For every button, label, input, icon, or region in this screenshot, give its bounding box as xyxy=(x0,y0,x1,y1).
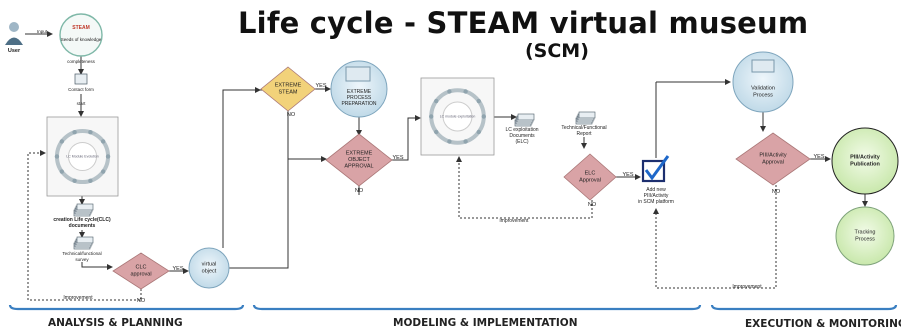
connector-line xyxy=(287,111,327,162)
no-label: NO xyxy=(287,112,296,118)
lc-module-wheel-2 xyxy=(420,77,495,156)
extreme-object-diamond xyxy=(325,133,393,187)
wheel-label: LC Module Evolution xyxy=(66,154,98,158)
publication-circle xyxy=(831,127,899,195)
wheel-label: LC module exploitation xyxy=(440,114,476,118)
completeness-label: completeness xyxy=(67,59,96,64)
improvement-label-2: improvement xyxy=(500,218,530,224)
creation-docs-icon xyxy=(73,203,94,217)
phase-brace-execution xyxy=(710,304,898,311)
seeds-logo-text: STEAM xyxy=(72,25,90,31)
no-label: NO xyxy=(772,189,781,195)
pii-approval-diamond xyxy=(735,132,811,186)
elc-approval-diamond xyxy=(563,153,617,201)
survey-docs-icon xyxy=(73,236,94,250)
edge-virtual-up xyxy=(222,89,289,269)
user-body-icon xyxy=(5,37,23,45)
yes-label: YES xyxy=(172,266,183,272)
virtual-object-circle xyxy=(188,247,230,289)
connector-line xyxy=(392,115,421,161)
checkmark-icon xyxy=(644,155,670,181)
clc-approval-diamond xyxy=(112,252,170,290)
improvement-loop-1 xyxy=(27,150,142,301)
phase-brace-modeling xyxy=(252,304,702,311)
page-title: Life cycle - STEAM virtual museum xyxy=(238,6,809,40)
no-label: NO xyxy=(588,202,597,208)
phase-label-execution-monitoring: EXECUTION & MONITORING xyxy=(745,318,901,329)
extreme-process-circle xyxy=(330,60,388,118)
creation-label: creation Life cycle(CLC)documents xyxy=(53,217,111,229)
improvement-loop-3 xyxy=(653,185,777,289)
input-label: Input xyxy=(37,29,48,34)
no-label: NO xyxy=(137,298,146,304)
contact-form-icon xyxy=(74,73,88,85)
tech-report-icon xyxy=(575,111,596,125)
yes-label: YES xyxy=(392,155,403,161)
yes-label: YES xyxy=(813,154,824,160)
phase-label-analysis-planning: ANALYSIS & PLANNING xyxy=(48,317,183,329)
phase-label-modeling-implementation: MODELING & IMPLEMENTATION xyxy=(393,317,578,329)
seeds-logo-icon xyxy=(59,13,103,57)
contact-form-label: Contact form xyxy=(68,87,94,92)
lc-module-wheel-1 xyxy=(46,116,119,197)
improvement-label-1: Improvement xyxy=(63,295,93,301)
user-icon xyxy=(9,22,19,32)
phase-brace-analysis xyxy=(8,304,245,311)
user-label: User xyxy=(8,48,21,54)
extreme-steam-diamond xyxy=(260,66,316,112)
laptop-user-icon xyxy=(345,66,371,82)
seeds-label: Seeds of knowledge xyxy=(61,37,102,42)
validation-circle xyxy=(732,51,794,113)
checkbox-icon xyxy=(641,159,666,183)
improvement-label-3: Improvement xyxy=(732,284,762,290)
lc-exploitation-icon xyxy=(514,113,535,127)
tracking-circle xyxy=(835,206,895,266)
validation-user-icon xyxy=(751,59,775,73)
page-subtitle: (SCM) xyxy=(525,40,589,62)
yes-label: YES xyxy=(622,172,633,178)
yes-label: YES xyxy=(315,83,326,89)
improvement-loop-2 xyxy=(456,156,593,219)
no-label: NO xyxy=(355,188,364,194)
connector-line xyxy=(81,262,113,270)
start-label: start xyxy=(77,101,87,106)
